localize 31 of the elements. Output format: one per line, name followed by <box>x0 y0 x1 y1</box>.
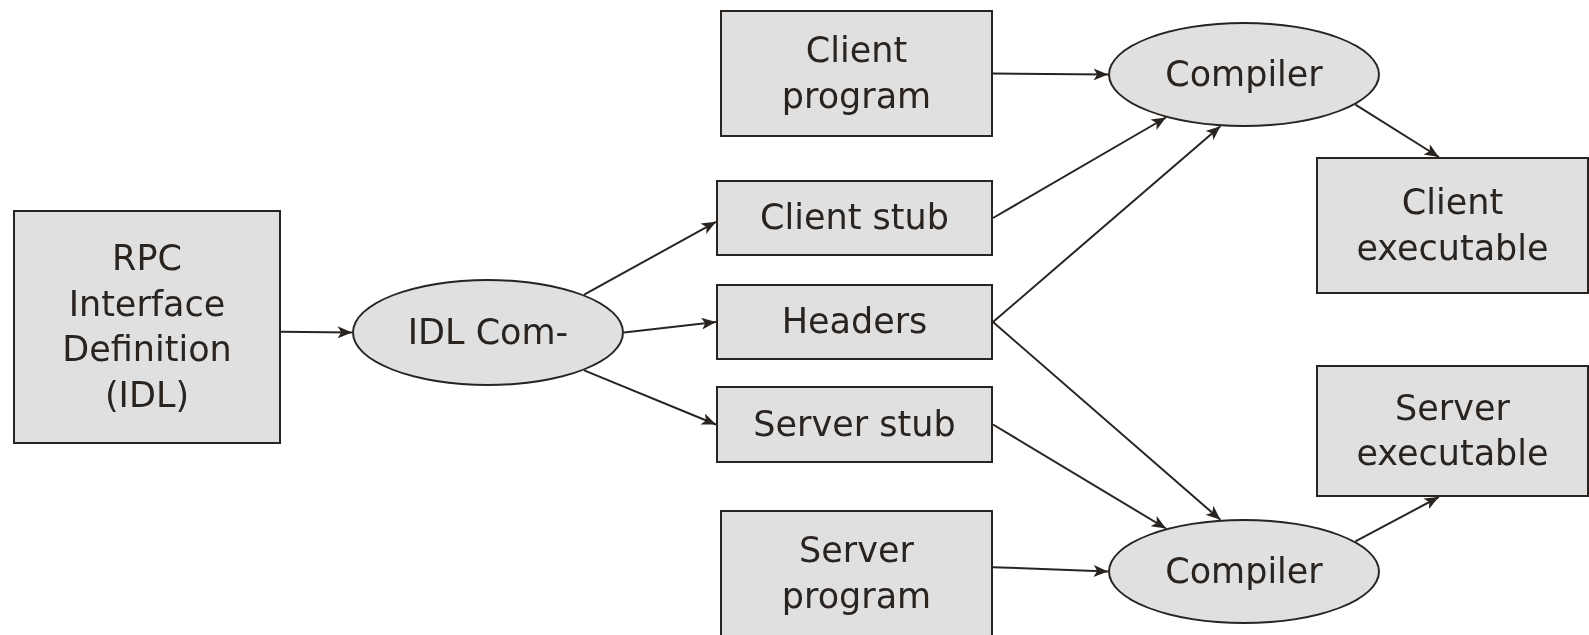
node-label: Client stub <box>760 196 949 240</box>
arrow <box>280 326 353 339</box>
node-label: Compiler <box>1165 52 1323 96</box>
node-label: Headers <box>781 300 928 344</box>
arrow <box>992 423 1167 530</box>
node-label: Client executable <box>1355 181 1550 270</box>
process-box <box>716 386 993 463</box>
arrow <box>992 564 1109 577</box>
process-box <box>720 10 993 137</box>
arrow <box>1354 496 1440 543</box>
arrow <box>992 68 1109 81</box>
process-box <box>13 210 281 444</box>
arrow <box>583 220 717 296</box>
arrow <box>1354 103 1440 158</box>
process-box <box>1316 365 1589 497</box>
process-box <box>720 510 993 635</box>
process-box <box>716 284 993 360</box>
arrow <box>992 321 1222 521</box>
process-box <box>716 180 993 256</box>
node-label: RPC Interface Definition (IDL) <box>61 237 233 417</box>
node-label: Server stub <box>753 402 956 446</box>
node-label: Compiler <box>1165 549 1323 593</box>
arrow <box>583 369 717 426</box>
arrow <box>992 116 1167 219</box>
node-label: Server program <box>780 529 933 618</box>
node-label: Server executable <box>1355 386 1550 475</box>
node-label: Client program <box>780 29 933 118</box>
arrow <box>623 317 717 334</box>
process-box <box>1316 157 1589 294</box>
node-label: IDL Com- <box>407 310 569 354</box>
arrow <box>992 125 1222 323</box>
